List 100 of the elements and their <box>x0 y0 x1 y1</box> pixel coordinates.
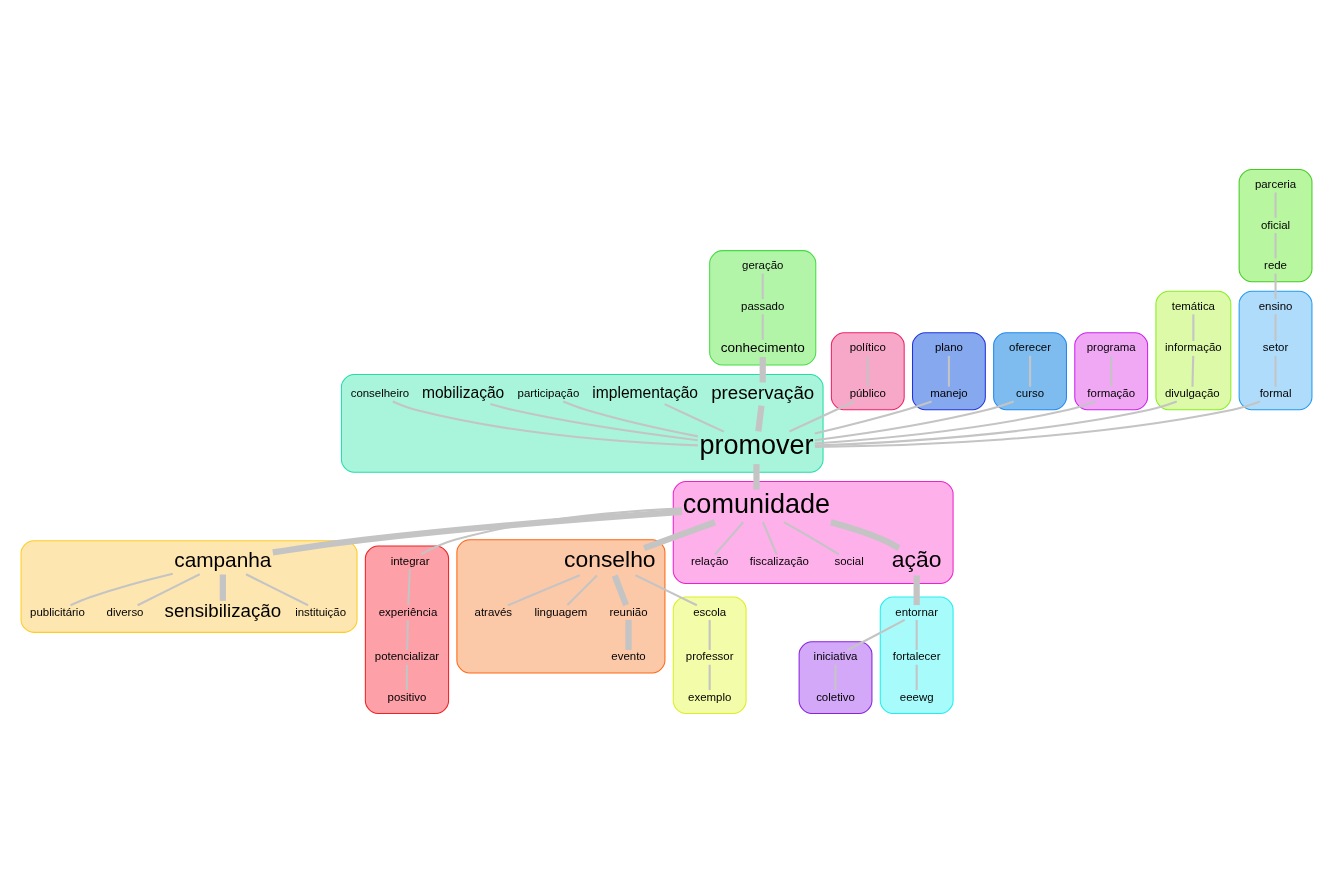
node-text: exemplo <box>688 690 732 703</box>
connector <box>562 400 699 437</box>
connector <box>635 573 698 606</box>
connector <box>611 573 629 606</box>
node-text: preservação <box>711 381 815 403</box>
connector <box>761 313 764 340</box>
node-text: curso <box>1016 386 1045 399</box>
node-text: implementação <box>592 383 699 401</box>
cluster <box>340 373 824 473</box>
connector <box>915 664 918 690</box>
node-text: promover <box>699 429 814 460</box>
connector <box>1274 355 1277 387</box>
cluster <box>912 331 986 410</box>
node-text: iniciativa <box>813 649 858 662</box>
connector <box>1191 355 1195 387</box>
cluster <box>993 331 1067 410</box>
connector <box>490 402 698 441</box>
node-text: linguagem <box>534 605 588 618</box>
node-text: político <box>849 340 886 353</box>
node-text: plano <box>934 340 963 353</box>
connector <box>714 521 744 555</box>
node-text: experiência <box>378 605 438 618</box>
node-text: formação <box>1087 386 1136 399</box>
connector <box>245 572 309 606</box>
connector <box>783 520 840 555</box>
node-text: integrar <box>390 554 430 567</box>
cluster <box>20 539 358 633</box>
node-text: campanha <box>174 547 272 571</box>
connector <box>625 619 632 650</box>
connector <box>392 400 698 446</box>
connector <box>70 572 173 606</box>
cluster <box>1074 331 1149 410</box>
node-text: fortalecer <box>892 649 941 662</box>
connector <box>866 355 869 387</box>
node-text: publicitário <box>30 605 85 618</box>
cluster <box>456 538 666 673</box>
connector <box>762 521 778 555</box>
connector <box>137 572 201 606</box>
connector <box>708 664 711 690</box>
connector <box>1274 273 1277 299</box>
connector <box>915 619 918 650</box>
connector <box>753 463 760 490</box>
node-text: diverso <box>106 605 144 618</box>
connector <box>566 574 598 606</box>
cluster <box>672 596 747 714</box>
cluster <box>830 331 905 410</box>
node-text: oferecer <box>1009 340 1052 353</box>
connector <box>761 273 764 299</box>
node-text: coletivo <box>816 690 855 703</box>
node-text: divulgação <box>1164 386 1220 399</box>
node-text: programa <box>1086 340 1136 353</box>
connector <box>407 568 411 605</box>
connector <box>830 518 901 551</box>
node-text: eeewg <box>899 690 934 703</box>
node-text: passado <box>741 299 785 312</box>
cluster <box>798 640 873 714</box>
connector <box>814 400 1096 445</box>
connector <box>913 575 920 605</box>
connector <box>1192 313 1195 341</box>
connector <box>405 664 408 690</box>
node-text: geração <box>742 258 784 271</box>
connector <box>1274 192 1277 218</box>
node-text: temática <box>1171 299 1215 312</box>
node-text: entornar <box>895 605 938 618</box>
node-text: ensino <box>1258 299 1293 312</box>
node-text: participação <box>517 386 580 399</box>
node-text: formal <box>1259 386 1292 399</box>
connector <box>1274 232 1277 258</box>
node-text: relação <box>690 554 729 567</box>
node-text: conselho <box>564 545 656 572</box>
cluster <box>1238 290 1313 410</box>
node-text: potencializar <box>374 649 440 662</box>
node-text: conselheiro <box>350 386 410 399</box>
cluster <box>672 480 954 584</box>
node-text: reunião <box>609 605 648 618</box>
connector <box>664 402 725 433</box>
connector <box>834 664 837 690</box>
connector <box>507 573 581 606</box>
node-text: mobilização <box>421 383 505 401</box>
node-text: rede <box>1264 258 1287 271</box>
node-text: fiscalização <box>749 554 809 567</box>
node-text: professor <box>685 649 734 662</box>
connector <box>814 400 932 435</box>
connector <box>1274 313 1277 341</box>
connector <box>814 400 1014 441</box>
node-text: oficial <box>1260 218 1291 231</box>
node-text: parceria <box>1254 177 1297 190</box>
connector <box>759 356 766 382</box>
node-text: setor <box>1262 340 1289 353</box>
connector <box>708 619 711 650</box>
node-text: positivo <box>387 690 427 703</box>
node-text: conhecimento <box>720 339 805 355</box>
node-text: social <box>834 554 864 567</box>
node-text: evento <box>611 649 646 662</box>
cluster <box>364 545 450 714</box>
connector <box>420 506 683 555</box>
cluster <box>879 596 954 714</box>
connector <box>755 404 765 432</box>
node-text: ação <box>891 545 942 572</box>
node-text: instituição <box>295 605 347 618</box>
